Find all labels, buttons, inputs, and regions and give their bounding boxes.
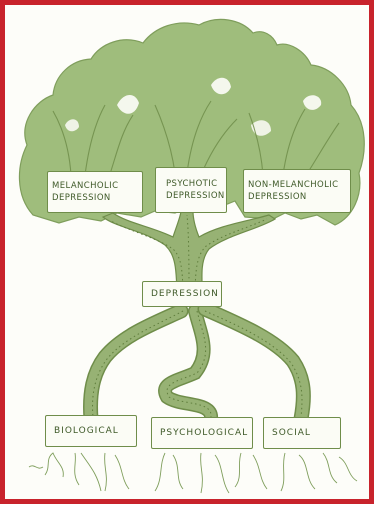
social-text: SOCIAL [272,428,311,438]
social-label: SOCIAL [263,417,341,449]
psychological-label: PSYCHOLOGICAL [151,417,253,449]
melancholic-line-1: MELANCHOLIC [52,181,119,191]
non-melancholic-line-2: DEPRESSION [248,192,307,202]
depression-text: DEPRESSION [151,289,219,299]
melancholic-depression-label: MELANCHOLIC DEPRESSION [47,171,143,213]
tree-roots [83,301,311,427]
non-melancholic-line-1: NON-MELANCHOLIC [248,180,339,190]
biological-text: BIOLOGICAL [54,426,119,436]
psychotic-line-1: PSYCHOTIC [166,179,218,189]
biological-label: BIOLOGICAL [45,415,137,447]
melancholic-line-2: DEPRESSION [52,193,111,203]
psychological-text: PSYCHOLOGICAL [160,428,249,438]
psychotic-depression-label: PSYCHOTIC DEPRESSION [155,167,227,213]
non-melancholic-depression-label: NON-MELANCHOLIC DEPRESSION [243,169,351,213]
psychotic-line-2: DEPRESSION [166,191,225,201]
depression-trunk-label: DEPRESSION [142,281,222,307]
